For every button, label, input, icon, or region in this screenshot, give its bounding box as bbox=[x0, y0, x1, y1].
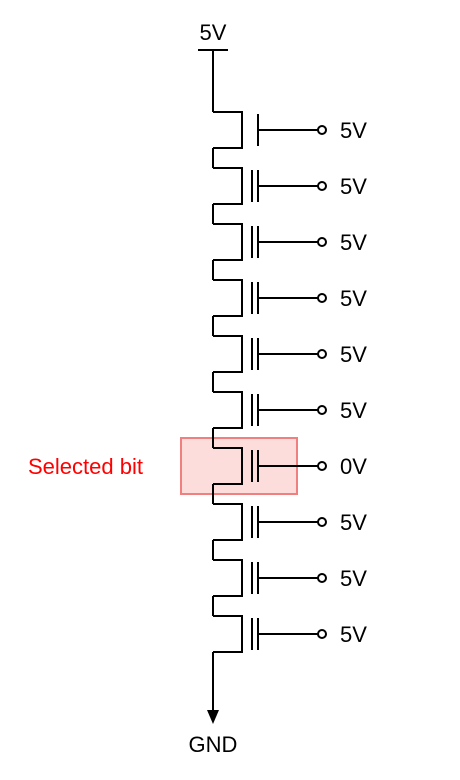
gate-terminal bbox=[317, 517, 327, 527]
gate-voltage-label: 5V bbox=[340, 286, 367, 311]
cell-channel bbox=[213, 391, 243, 429]
cell-channel bbox=[213, 111, 243, 149]
ground-arrow bbox=[207, 710, 219, 724]
gate-terminal bbox=[317, 461, 327, 471]
memory-cell: 5V bbox=[212, 335, 367, 392]
supply-label: 5V bbox=[200, 20, 227, 45]
gate-voltage-label: 5V bbox=[340, 118, 367, 143]
ground-label: GND bbox=[189, 732, 238, 757]
memory-cell: 5V bbox=[212, 391, 367, 448]
gate-terminal bbox=[317, 405, 327, 415]
gate-terminal bbox=[317, 181, 327, 191]
gate-voltage-label: 5V bbox=[340, 230, 367, 255]
gate-voltage-label: 5V bbox=[340, 622, 367, 647]
memory-cell: 5V bbox=[213, 615, 367, 653]
cell-channel bbox=[213, 223, 243, 261]
memory-cell: 5V bbox=[212, 223, 367, 280]
gate-terminal bbox=[317, 349, 327, 359]
gate-voltage-label: 5V bbox=[340, 510, 367, 535]
gate-voltage-label: 5V bbox=[340, 398, 367, 423]
gate-terminal bbox=[317, 125, 327, 135]
memory-cell: 5V bbox=[212, 279, 367, 336]
gate-voltage-label: 5V bbox=[340, 342, 367, 367]
highlight-layer: Selected bit bbox=[28, 437, 298, 495]
cell-channel bbox=[213, 615, 243, 653]
cell-channel bbox=[213, 447, 243, 485]
memory-cell: 5V bbox=[212, 111, 367, 168]
cell-channel bbox=[213, 167, 243, 205]
gate-voltage-label: 5V bbox=[340, 566, 367, 591]
gate-terminal bbox=[317, 629, 327, 639]
circuit: 5V 5V 5V 5V 5V 5V 0V 5V 5V 5V bbox=[198, 49, 367, 724]
memory-cell: 5V bbox=[212, 503, 367, 560]
gate-voltage-label: 0V bbox=[340, 454, 367, 479]
gate-terminal bbox=[317, 293, 327, 303]
cell-channel bbox=[213, 559, 243, 597]
cell-channel bbox=[213, 279, 243, 317]
gate-voltage-label: 5V bbox=[340, 174, 367, 199]
gate-terminal bbox=[317, 573, 327, 583]
cell-channel bbox=[213, 335, 243, 373]
gate-terminal bbox=[317, 237, 327, 247]
memory-cell: 5V bbox=[212, 559, 367, 616]
memory-cell: 0V bbox=[212, 447, 367, 504]
selected-bit-label: Selected bit bbox=[28, 454, 143, 479]
memory-cell: 5V bbox=[212, 167, 367, 224]
cell-channel bbox=[213, 503, 243, 541]
